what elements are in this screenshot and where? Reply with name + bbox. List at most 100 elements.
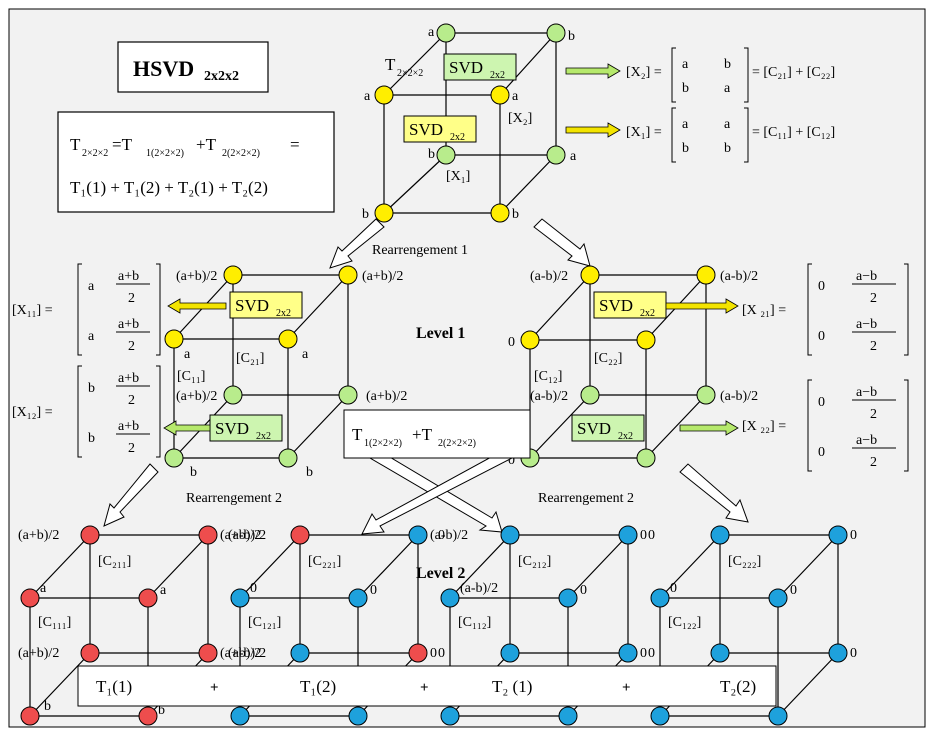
svg-text:[X ₂₁] =: [X ₂₁] =: [742, 303, 786, 318]
x2-cube-label: [X₂]: [508, 111, 532, 126]
arrow-left-green: [163, 420, 211, 436]
vertex-label: (a-b)/2: [228, 646, 266, 661]
vertex: [290, 525, 310, 545]
c-mid-label: [C₁₁₂]: [458, 615, 491, 630]
cube-edge: [777, 652, 839, 717]
svg-text:[X₁₁] =: [X₁₁] =: [12, 303, 53, 318]
svg-text:T: T: [70, 135, 81, 154]
sum-term: T₂ (1): [492, 677, 532, 696]
svg-text:= [C₁₁] + [C₁₂]: = [C₁₁] + [C₁₂]: [752, 125, 835, 140]
vertex-label: a: [570, 149, 577, 164]
vertex: [580, 385, 600, 405]
c-top-label: [C₂₂₂]: [728, 554, 761, 569]
svg-text:2: 2: [870, 407, 877, 422]
svg-text:a−b: a−b: [856, 317, 877, 332]
vertex-label: (a+b)/2: [366, 389, 407, 404]
arrow-right-yellow: [565, 122, 621, 138]
svg-text:2x2: 2x2: [490, 70, 505, 81]
svg-text:= [C₂₁] + [C₂₂]: = [C₂₁] + [C₂₂]: [752, 65, 835, 80]
sum-term: T₁(1): [96, 677, 132, 696]
c-top-label: [C₂₁₂]: [518, 554, 551, 569]
vertex-label: 0: [648, 646, 655, 661]
svg-text:SVD: SVD: [235, 296, 269, 315]
vertex-label: b: [428, 147, 435, 162]
svg-text:SVD: SVD: [599, 296, 633, 315]
c12-label: [C₁₂]: [534, 369, 562, 384]
vertex-label: 0: [670, 581, 677, 596]
vertex: [650, 588, 670, 608]
svg-text:0: 0: [818, 279, 825, 294]
cube-edge: [567, 534, 629, 599]
svg-text:2(2×2×2): 2(2×2×2): [222, 148, 260, 159]
vertex: [408, 525, 428, 545]
vertex-label: 0: [640, 646, 647, 661]
vertex: [338, 265, 358, 285]
svg-text:a+b: a+b: [118, 317, 139, 332]
svg-text:a−b: a−b: [856, 385, 877, 400]
vertex: [710, 525, 730, 545]
svd-box-l1-right-green: [571, 414, 645, 442]
vertex-label: (a-b)/2: [460, 581, 498, 596]
vertex-label: 0: [790, 583, 797, 598]
svg-text:a−b: a−b: [856, 433, 877, 448]
vertex: [230, 706, 250, 726]
cube-edge: [659, 534, 721, 599]
svg-text:a+b: a+b: [118, 371, 139, 386]
svg-text:2: 2: [870, 291, 877, 306]
vertex-label: a: [364, 89, 371, 104]
vertex: [768, 706, 788, 726]
sum-plus: +: [210, 680, 219, 696]
vertex-label: b: [568, 29, 575, 44]
svg-text:[X ₂₂] =: [X ₂₂] =: [742, 419, 786, 434]
vertex-label: (a-b)/2: [720, 269, 758, 284]
sum-term: T₁(2): [300, 677, 336, 696]
svg-text:+T: +T: [412, 425, 433, 444]
c-mid-label: [C₁₂₁]: [248, 615, 281, 630]
vertex: [636, 330, 656, 350]
vertex: [20, 706, 40, 726]
vertex: [618, 643, 638, 663]
vertex: [436, 145, 456, 165]
vertex-label: 0: [850, 646, 857, 661]
vertex: [558, 588, 578, 608]
vertex-label: 0: [438, 528, 445, 543]
c11-label: [C₁₁]: [177, 369, 205, 384]
vertex-label: (a+b)/2: [18, 528, 59, 543]
arrow-right-green: [565, 63, 621, 79]
vertex-label: (a+b)/2: [176, 269, 217, 284]
vertex-label: (a-b)/2: [720, 389, 758, 404]
vertex-label: b: [512, 207, 519, 222]
svd-box-top-green: [443, 53, 517, 81]
svg-text:a: a: [682, 57, 689, 72]
vertex-label: (a+b)/2: [220, 646, 261, 661]
vertex: [80, 525, 100, 545]
vertex: [278, 448, 298, 468]
vertex-label: a: [428, 25, 435, 40]
vertex: [164, 448, 184, 468]
svg-text:2x2: 2x2: [256, 431, 271, 442]
rearrangement-2-left: Rearrengement 2: [186, 491, 282, 506]
sum-plus: +: [622, 680, 631, 696]
svg-text:=: =: [290, 135, 300, 154]
cube-edge: [29, 534, 91, 599]
vertex: [278, 329, 298, 349]
vertex-label: a: [512, 89, 519, 104]
svg-text:2: 2: [128, 291, 135, 306]
cube-edge: [29, 652, 91, 717]
cube-edge: [777, 534, 839, 599]
vertex-label: (a-b)/2: [530, 269, 568, 284]
x21-equation: [X ₂₁] = 0 0 a−b 2 a−b 2: [742, 263, 909, 356]
vertex: [828, 643, 848, 663]
x1-equation: [X₁] = a a b b = [C₁₁] + [C₁₂]: [626, 107, 835, 163]
vertex: [546, 23, 566, 43]
vertex-label: 0: [850, 528, 857, 543]
arrow-right-yellow: [665, 298, 739, 314]
svg-text:2×2×2: 2×2×2: [82, 148, 108, 159]
vertex: [198, 525, 218, 545]
equation-line2: T₁(1) + T₁(2) + T₂(1) + T₂(2): [70, 178, 268, 197]
c-top-label: [C₂₂₁]: [308, 554, 341, 569]
svg-text:2x2: 2x2: [450, 132, 465, 143]
c22-label: [C₂₂]: [594, 351, 622, 366]
